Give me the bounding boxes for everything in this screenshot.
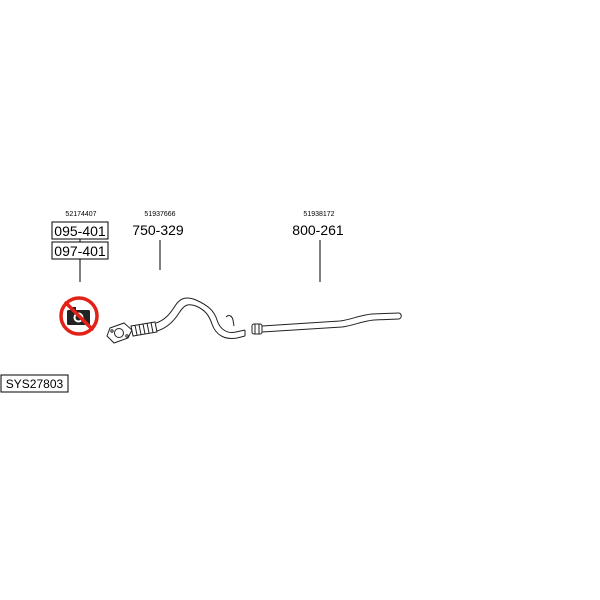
system-code: SYS27803 xyxy=(6,377,64,391)
oe-number: 51938172 xyxy=(303,211,334,218)
front-pipe xyxy=(155,297,246,333)
part-number: 097-401 xyxy=(54,243,106,259)
flex-section xyxy=(130,321,158,337)
oe-number: 51937666 xyxy=(144,211,175,218)
no-camera-prohibited-icon xyxy=(59,296,99,336)
part-group-3[interactable]: 51938172 800-261 xyxy=(292,211,344,282)
rear-pipe xyxy=(261,318,400,333)
part-group-2[interactable]: 51937666 750-329 xyxy=(132,211,184,270)
system-code-label: SYS27803 xyxy=(0,374,69,393)
flange xyxy=(106,322,133,344)
part-number: 750-329 xyxy=(132,222,184,238)
clamp xyxy=(251,323,263,335)
hanger xyxy=(225,315,235,327)
exhaust-pipe-drawing xyxy=(106,297,402,344)
part-number: 095-401 xyxy=(54,223,106,239)
front-pipe xyxy=(156,304,246,339)
part-group-1[interactable]: 52174407 095-401 097-401 xyxy=(51,211,109,282)
part-number: 800-261 xyxy=(292,222,344,238)
rear-pipe xyxy=(261,312,400,327)
oe-number: 52174407 xyxy=(65,211,96,218)
